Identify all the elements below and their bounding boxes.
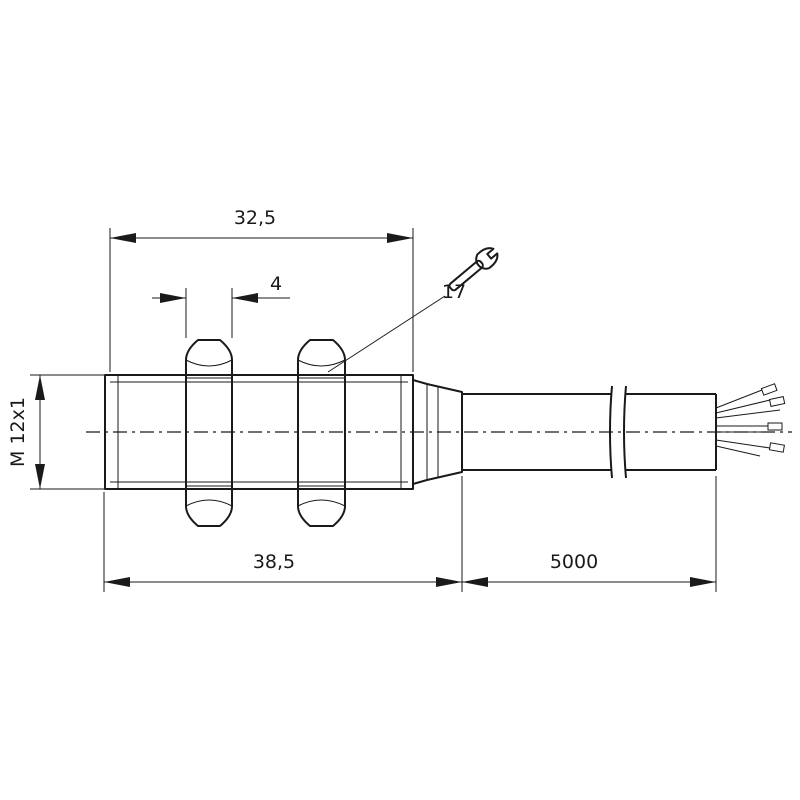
dimension-cable-length: 5000: [462, 551, 716, 587]
dim-label-thread: M 12x1: [7, 397, 29, 467]
dimension-thread: M 12x1: [7, 375, 45, 489]
extension-lines: [30, 228, 717, 592]
cable-wires: [715, 383, 786, 457]
threaded-body: [104, 374, 414, 490]
dimension-body-length: 38,5: [104, 551, 462, 587]
dim-label-32-5: 32,5: [234, 207, 276, 229]
cable: [462, 385, 717, 479]
wrench-icon: [448, 247, 499, 292]
dim-label-38-5: 38,5: [253, 551, 295, 573]
dimension-overall-length: 32,5: [110, 207, 413, 243]
hex-nut-right: [297, 339, 346, 527]
dimension-wrench-size: 17: [327, 281, 466, 373]
dimension-nut-thickness: 4: [152, 273, 290, 303]
cable-gland: [412, 379, 463, 485]
dim-label-4: 4: [270, 273, 282, 295]
hex-nut-left: [185, 339, 233, 527]
dim-label-5000: 5000: [550, 551, 598, 573]
